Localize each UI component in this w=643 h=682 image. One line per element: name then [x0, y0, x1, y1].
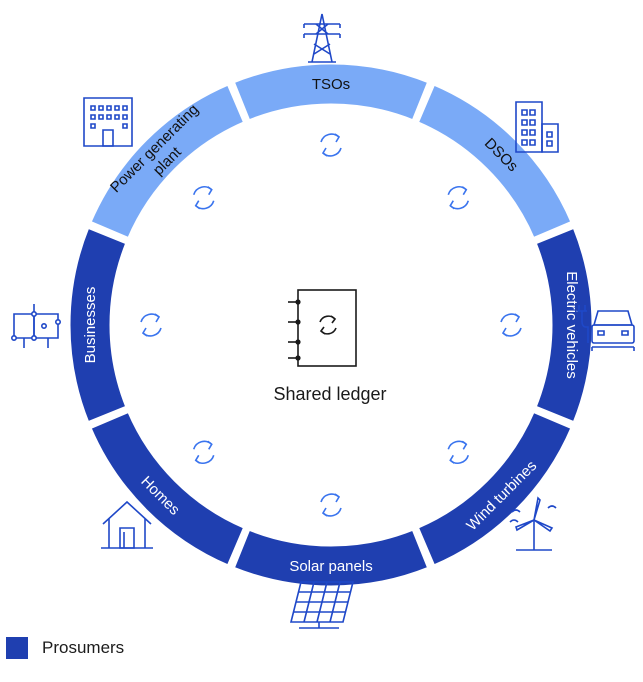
- center-label: Shared ledger: [273, 384, 386, 404]
- segment-solar-panels: [231, 527, 431, 589]
- electric-car-icon: [577, 305, 634, 351]
- sync-icon: [447, 186, 470, 210]
- office-building-icon: [516, 102, 558, 152]
- sync-icon: [320, 133, 342, 157]
- segment-ring: [67, 61, 595, 589]
- legend-swatch-prosumers: [6, 637, 28, 659]
- segment-wind-turbines: [415, 409, 574, 568]
- legend-label-prosumers: Prosumers: [42, 638, 125, 657]
- factory-building-icon: [84, 98, 132, 146]
- sync-icons: [140, 133, 522, 517]
- segment-label-solar-panels: Solar panels: [289, 558, 372, 575]
- segment-electric-vehicles: [533, 225, 595, 425]
- network-nodes-icon: [12, 304, 60, 348]
- segment-label-electric-vehicles: Electric vehicles: [564, 271, 581, 379]
- sync-icon: [140, 313, 162, 337]
- sync-icon: [192, 186, 215, 210]
- ledger-icon: [288, 289, 357, 367]
- legend: Prosumers: [6, 637, 124, 659]
- sync-icon: [192, 440, 215, 464]
- wind-turbine-icon: [510, 498, 556, 550]
- segment-homes: [88, 409, 247, 568]
- segment-power-plant: [88, 82, 247, 241]
- sync-icon: [500, 313, 522, 337]
- segment-dsos: [415, 82, 574, 241]
- house-icon: [101, 502, 153, 548]
- segment-label-businesses: Businesses: [82, 287, 99, 364]
- transmission-tower-icon: [304, 14, 340, 62]
- solar-panel-icon: [291, 582, 353, 628]
- segment-tsos: [231, 61, 431, 123]
- segment-label-tsos: TSOs: [312, 76, 350, 93]
- sync-icon: [320, 493, 342, 517]
- segment-businesses: [67, 225, 129, 425]
- sync-icon: [447, 440, 470, 464]
